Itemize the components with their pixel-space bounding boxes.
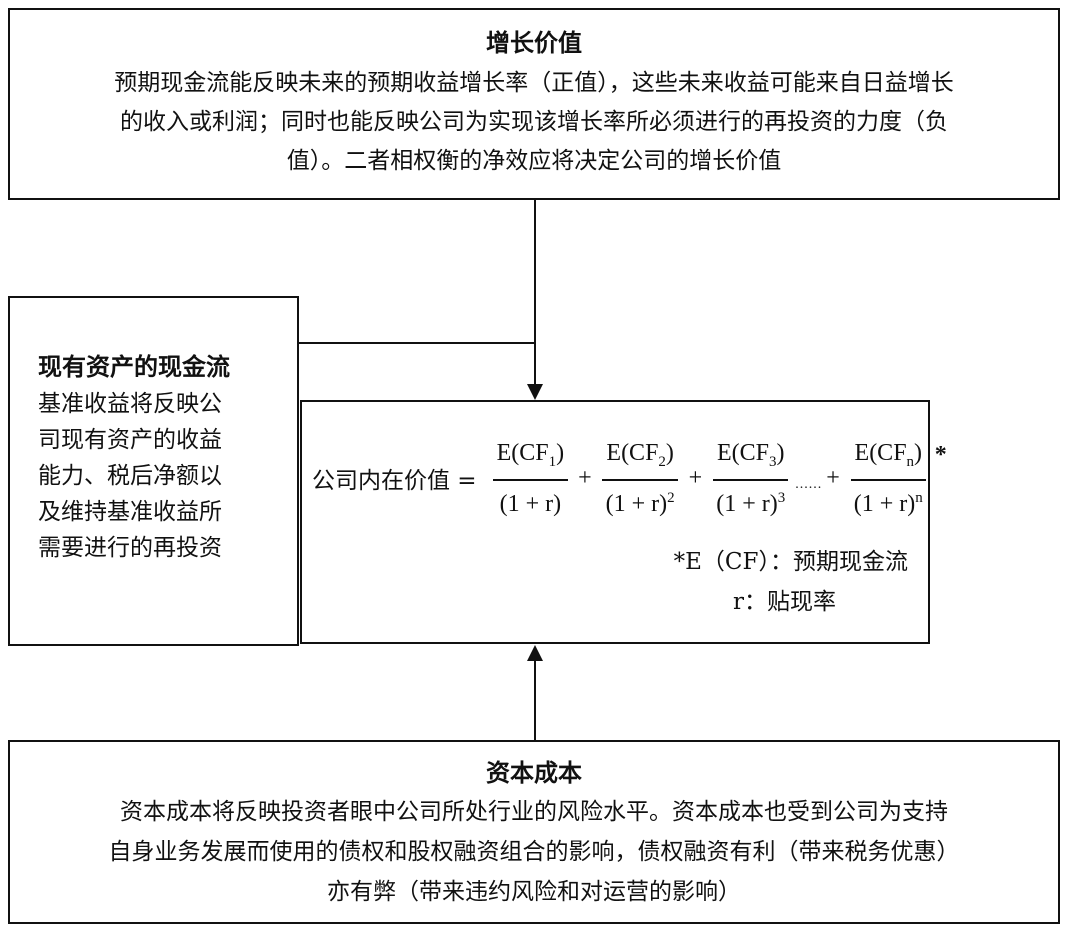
connector-capital-vertical	[534, 660, 536, 740]
footnote-star: *	[934, 442, 947, 468]
arrow-up-icon	[527, 645, 543, 661]
formula-label: 公司内在价值 =	[312, 468, 477, 495]
plus-sign: +	[826, 464, 840, 491]
growth-value-description: 预期现金流能反映未来的预期收益增长率（正值），这些未来收益可能来自日益增长 的收…	[10, 64, 1058, 181]
legend-discount-rate: r：贴现率	[733, 589, 836, 615]
formula-term-3: E(CF3) (1 + r)3	[712, 438, 789, 519]
cost-of-capital-box: 资本成本 资本成本将反映投资者眼中公司所处行业的风险水平。资本成本也受到公司为支…	[8, 740, 1060, 924]
growth-value-title: 增长价值	[486, 29, 582, 57]
existing-assets-line: 基准收益将反映公	[38, 391, 222, 417]
growth-value-box: 增长价值 预期现金流能反映未来的预期收益增长率（正值），这些未来收益可能来自日益…	[8, 8, 1060, 200]
plus-sign: +	[578, 464, 592, 491]
existing-assets-line: 司现有资产的收益	[38, 427, 222, 453]
existing-assets-box: 现有资产的现金流 基准收益将反映公 司现有资产的收益 能力、税后净额以 及维持基…	[8, 296, 299, 646]
growth-value-line: 值）。二者相权衡的净效应将决定公司的增长价值	[286, 148, 782, 174]
cost-of-capital-description: 资本成本将反映投资者眼中公司所处行业的风险水平。资本成本也受到公司为支持 自身业…	[10, 792, 1058, 912]
growth-value-line: 的收入或利润；同时也能反映公司为实现该增长率所必须进行的再投资的力度（负	[120, 109, 948, 135]
cost-of-capital-title: 资本成本	[486, 759, 582, 787]
growth-value-line: 预期现金流能反映未来的预期收益增长率（正值），这些未来收益可能来自日益增长	[114, 70, 954, 96]
formula-ellipsis: ......	[795, 477, 823, 493]
cost-of-capital-line: 自身业务发展而使用的债权和股权融资组合的影响，债权融资有利（带来税务优惠）	[108, 839, 960, 865]
existing-assets-line: 及维持基准收益所	[38, 499, 222, 525]
existing-assets-line: 需要进行的再投资	[38, 535, 222, 561]
arrow-down-icon	[527, 384, 543, 400]
formula-term-2: E(CF2) (1 + r)2	[602, 438, 679, 519]
cost-of-capital-line: 资本成本将反映投资者眼中公司所处行业的风险水平。资本成本也受到公司为支持	[120, 799, 948, 825]
connector-assets-horizontal	[299, 342, 536, 344]
existing-assets-title: 现有资产的现金流	[38, 353, 230, 381]
formula-term-n: E(CFn) (1 + r)n	[850, 438, 927, 519]
formula-term-1: E(CF1) (1 + r)	[492, 438, 569, 519]
plus-sign: +	[688, 464, 703, 491]
intrinsic-value-formula: 公司内在价值 = E(CF1) (1 + r) + E(CF2) (1 + r)…	[312, 438, 947, 519]
intrinsic-value-box: 公司内在价值 = E(CF1) (1 + r) + E(CF2) (1 + r)…	[300, 400, 947, 644]
existing-assets-line: 能力、税后净额以	[38, 463, 222, 489]
connector-growth-vertical	[534, 200, 536, 386]
existing-assets-description: 基准收益将反映公 司现有资产的收益 能力、税后净额以 及维持基准收益所 需要进行…	[38, 386, 288, 566]
legend-cf: *E（CF）：预期现金流	[673, 549, 908, 575]
cost-of-capital-line: 亦有弊（带来违约风险和对运营的影响）	[327, 879, 741, 905]
